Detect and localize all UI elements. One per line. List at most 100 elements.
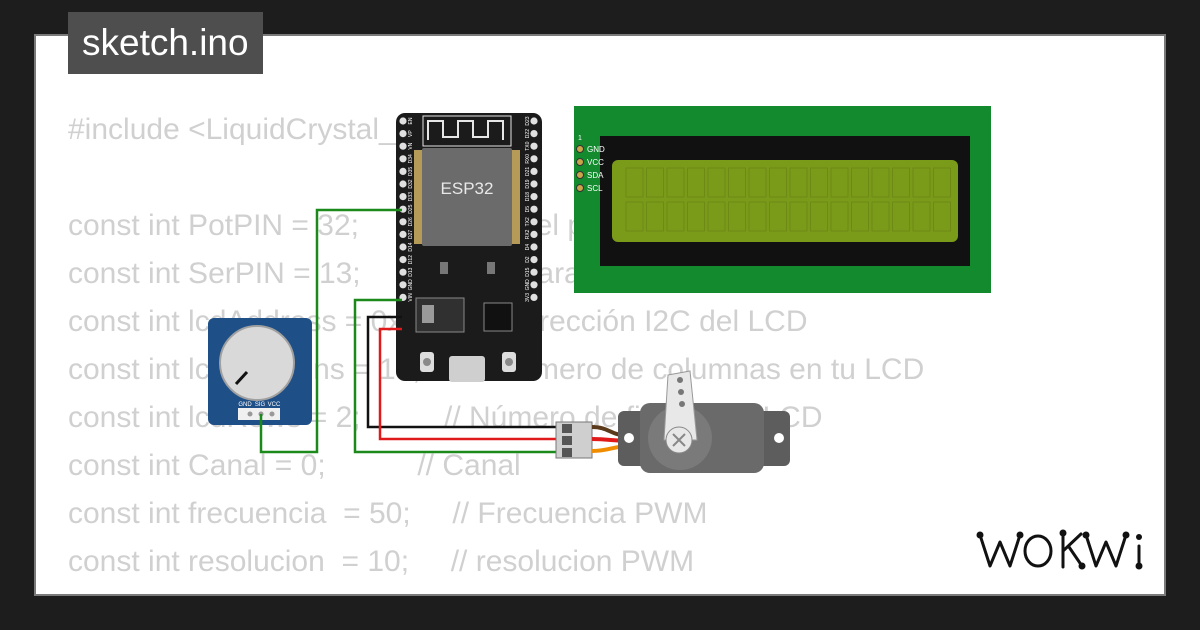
lcd-char-cell (810, 167, 828, 198)
esp32-pin-label: D33 (408, 192, 414, 201)
usb-port (449, 356, 485, 382)
esp32-pin[interactable] (399, 256, 407, 264)
lcd-pins: 1 GND VCC SDA SCL (576, 135, 605, 193)
esp32-pin[interactable] (530, 218, 538, 226)
lcd-char-cell (830, 201, 849, 232)
lcd-char-cell (892, 167, 910, 198)
esp32-pin[interactable] (399, 268, 407, 276)
esp32-pin[interactable] (399, 193, 407, 201)
esp32-pin-label: VP (408, 130, 414, 137)
esp32-pin-label: D4 (525, 244, 531, 251)
wire-pot-sig (259, 208, 402, 454)
esp32-pin[interactable] (399, 180, 407, 188)
esp32-pin-label: GND (525, 279, 531, 291)
lcd-char-cell (912, 201, 931, 232)
wire-servo-pwm (353, 298, 560, 454)
esp32-pin-label: 3V3 (525, 293, 531, 302)
esp32-pin[interactable] (530, 167, 538, 175)
lcd-char-cell (728, 167, 746, 198)
lcd-pin-number: 1 (578, 135, 582, 142)
esp32-pin[interactable] (530, 117, 538, 125)
esp32-pin-label: D19 (525, 179, 531, 188)
potentiometer[interactable]: GND SIG VCC (208, 318, 312, 425)
esp32-pin[interactable] (399, 142, 407, 150)
servo-motor[interactable] (555, 370, 790, 473)
esp32-pin-label: D27 (408, 230, 414, 239)
lcd-char-cell (789, 167, 808, 198)
esp32-pin[interactable] (530, 193, 538, 201)
esp32-pin-label: TX2 (525, 217, 531, 226)
esp32-pin[interactable] (399, 117, 407, 125)
esp32-pin[interactable] (399, 281, 407, 289)
code-line: const int frecuencia = 50; // Frecuencia… (68, 497, 708, 530)
esp32-pin[interactable] (530, 243, 538, 251)
lcd-pin-label: GND (587, 145, 605, 154)
lcd-char-cell (748, 167, 767, 198)
esp32-pin-label: D21 (525, 167, 531, 176)
wire-servo-gnd (366, 315, 560, 429)
esp32-pin-label: GND (408, 279, 414, 291)
wires (259, 208, 560, 454)
esp32-pin[interactable] (530, 256, 538, 264)
pot-pin-label: GND (238, 402, 252, 408)
esp32-pin-label: RX2 (525, 229, 531, 239)
code-line: const int Canal = 0; // Canal (68, 449, 521, 482)
lcd-char-cell (851, 201, 869, 232)
esp32-pin-label: D5 (525, 206, 531, 213)
esp32-pin-label: D23 (525, 116, 531, 125)
esp32-pin[interactable] (530, 281, 538, 289)
lcd-char-cell (871, 201, 890, 232)
lcd-char-cell (646, 167, 664, 198)
lcd-char-cell (851, 167, 869, 198)
esp32-pin-label: RX0 (525, 154, 531, 164)
wire-servo-vcc (378, 327, 560, 441)
lcd-char-cell (625, 167, 644, 198)
esp32-pin-label: D13 (408, 267, 414, 276)
esp32-pin[interactable] (530, 180, 538, 188)
esp32-pin-label: EN (408, 117, 414, 124)
esp32-pin[interactable] (530, 230, 538, 238)
esp32-board[interactable]: ESP32 ENVPVND34D35D32D33D25D26D27D14D12D… (396, 113, 542, 382)
esp32-pin-label: D14 (408, 242, 414, 251)
lcd-char-cell (810, 201, 828, 232)
lcd-char-cell (769, 167, 787, 198)
esp32-pin[interactable] (399, 230, 407, 238)
lcd-char-cell (646, 201, 664, 232)
esp32-pin-label: TX0 (525, 141, 531, 150)
potentiometer-knob[interactable] (219, 325, 295, 401)
lcd-char-cell (933, 201, 951, 232)
code-line: int grados, Pos; // Posición del servo (68, 586, 949, 594)
esp32-pin-label: D15 (525, 267, 531, 276)
file-tab[interactable]: sketch.ino (68, 12, 263, 74)
esp32-pin-label: D26 (408, 217, 414, 226)
esp32-pin-label: D32 (408, 179, 414, 188)
lcd-char-cell (707, 201, 726, 232)
esp32-pin[interactable] (530, 293, 538, 301)
esp32-pin-label: D34 (408, 154, 414, 163)
esp32-pin[interactable] (530, 130, 538, 138)
esp32-pin[interactable] (399, 130, 407, 138)
esp32-pin[interactable] (399, 243, 407, 251)
lcd-char-cell (912, 167, 931, 198)
esp32-pin[interactable] (399, 155, 407, 163)
wokwi-logo (976, 529, 1143, 570)
esp32-pin[interactable] (399, 167, 407, 175)
code-line: const int resolucion = 10; // resolucion… (68, 545, 695, 578)
esp32-pin-label: D12 (408, 255, 414, 264)
esp32-pin[interactable] (530, 268, 538, 276)
esp32-pin[interactable] (530, 142, 538, 150)
lcd-char-cell (789, 201, 808, 232)
esp32-pin-label: VIN (408, 293, 414, 302)
esp32-pin-label: D25 (408, 204, 414, 213)
lcd-char-cell (625, 201, 644, 232)
pot-pin-label: SIG (255, 402, 266, 408)
lcd-char-cell (666, 167, 685, 198)
esp32-pin[interactable] (399, 218, 407, 226)
esp32-pin-label: D18 (525, 192, 531, 201)
esp32-pin[interactable] (530, 155, 538, 163)
lcd-char-cell (748, 201, 767, 232)
lcd-module[interactable]: 1 GND VCC SDA SCL (574, 106, 991, 293)
esp32-pin[interactable] (530, 205, 538, 213)
pot-pin-label: VCC (268, 402, 281, 408)
